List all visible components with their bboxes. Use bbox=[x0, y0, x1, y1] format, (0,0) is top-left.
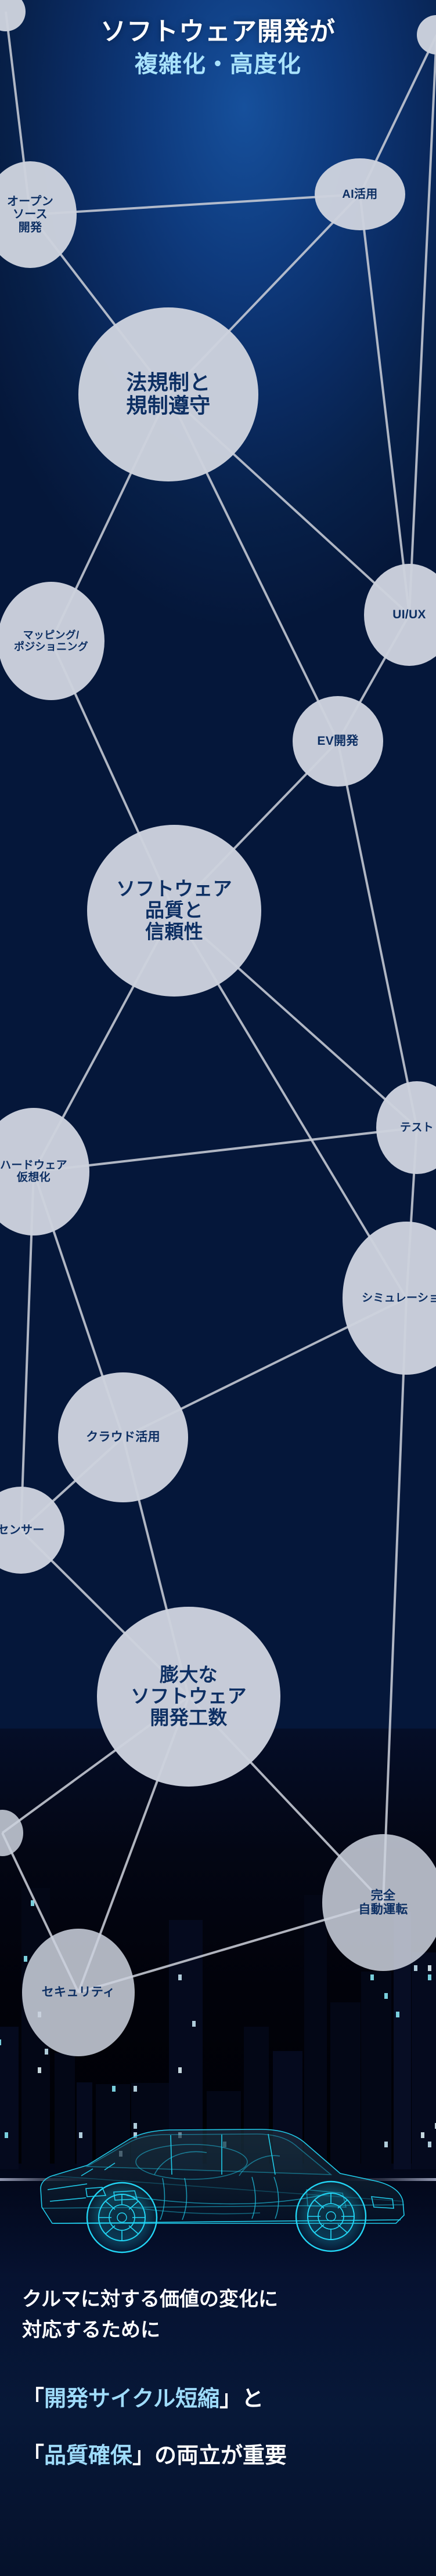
node-hw-virtualization[interactable] bbox=[0, 1108, 89, 1236]
hub-quality[interactable] bbox=[87, 825, 261, 997]
skyline-window bbox=[428, 1965, 431, 1971]
skyline-building bbox=[361, 1972, 391, 2169]
skyline-window bbox=[112, 2086, 116, 2092]
skyline-window bbox=[38, 2067, 41, 2073]
node-autonomous[interactable] bbox=[322, 1834, 436, 1971]
background-gradient-bottom bbox=[0, 2164, 436, 2576]
footer-bracket-close-1: 」と bbox=[219, 2387, 264, 2411]
node-test[interactable] bbox=[376, 1081, 436, 1174]
node-security[interactable] bbox=[22, 1929, 135, 2056]
skyline-window bbox=[421, 2132, 424, 2138]
skyline-building bbox=[77, 2082, 92, 2169]
skyline-window bbox=[134, 2132, 137, 2138]
skyline-window bbox=[5, 2132, 8, 2138]
skyline-building bbox=[55, 2053, 75, 2169]
skyline-window bbox=[134, 2123, 137, 2129]
node-ev[interactable] bbox=[293, 696, 383, 787]
network-edge bbox=[337, 741, 418, 1128]
skyline-window bbox=[134, 2086, 137, 2092]
skyline-window bbox=[31, 1900, 34, 1906]
skyline-building bbox=[330, 2002, 361, 2169]
skyline-window bbox=[0, 2039, 1, 2045]
network-edge bbox=[30, 193, 361, 216]
footer-bracket-open-2: 「 bbox=[22, 2444, 45, 2468]
network-edge bbox=[382, 1298, 408, 1903]
node-simulation[interactable] bbox=[343, 1222, 436, 1375]
hub-effort[interactable] bbox=[97, 1607, 280, 1787]
skyline-window bbox=[414, 1965, 417, 1971]
skyline-window bbox=[384, 1993, 388, 1999]
wireframe-car-illustration bbox=[17, 2120, 424, 2277]
node-cloud[interactable] bbox=[58, 1372, 188, 1502]
node-uiux[interactable] bbox=[364, 564, 436, 666]
network-edge bbox=[359, 194, 410, 615]
skyline-window bbox=[79, 2132, 82, 2138]
skyline-window bbox=[45, 2049, 48, 2055]
skyline-window bbox=[178, 2067, 182, 2073]
network-diagram bbox=[0, 0, 436, 2056]
node-open-source[interactable] bbox=[0, 161, 77, 268]
footer-emphasis-line-2: 「品質確保」の両立が重要 bbox=[22, 2439, 423, 2474]
footer-line-1: クルマに対する価値の変化に bbox=[22, 2288, 278, 2310]
node-small-topleft[interactable] bbox=[0, 0, 26, 31]
skyline-building bbox=[0, 2027, 19, 2169]
node-mapping[interactable] bbox=[0, 582, 105, 700]
footer-highlight-1: 開発サイクル短縮 bbox=[44, 2387, 220, 2411]
skyline-window bbox=[396, 2012, 399, 2017]
footer-bracket-close-2: 」の両立が重要 bbox=[132, 2444, 287, 2468]
headline-line-2: 複雑化・高度化 bbox=[135, 52, 301, 77]
skyline-window bbox=[384, 2142, 388, 2147]
network-edge bbox=[408, 34, 436, 615]
skyline-window bbox=[370, 1974, 374, 1980]
headline-line-1: ソフトウェア開発が bbox=[100, 17, 336, 46]
skyline-window bbox=[178, 1974, 182, 1980]
network-edge bbox=[33, 1126, 417, 1173]
footer-line-2: 対応するために bbox=[22, 2318, 160, 2341]
skyline-window bbox=[428, 2142, 431, 2147]
hub-compliance[interactable] bbox=[78, 307, 258, 481]
node-small-left[interactable] bbox=[0, 1810, 23, 1856]
footer-bracket-open-1: 「 bbox=[22, 2387, 45, 2411]
footer-highlight-2: 品質確保 bbox=[44, 2444, 133, 2468]
node-sensor[interactable] bbox=[0, 1487, 64, 1574]
node-ai[interactable] bbox=[315, 158, 405, 230]
node-small-topright[interactable] bbox=[417, 15, 436, 55]
footer-emphasis-line-1: 「開発サイクル短縮」と bbox=[22, 2382, 423, 2417]
skyline-window bbox=[435, 2123, 436, 2129]
skyline-window bbox=[428, 1974, 431, 1980]
skyline-window bbox=[24, 1956, 27, 1962]
skyline-window bbox=[192, 2021, 196, 2027]
skyline-building bbox=[304, 1895, 327, 2169]
footer-lead-text: クルマに対する価値の変化に 対応するために bbox=[22, 2284, 423, 2345]
